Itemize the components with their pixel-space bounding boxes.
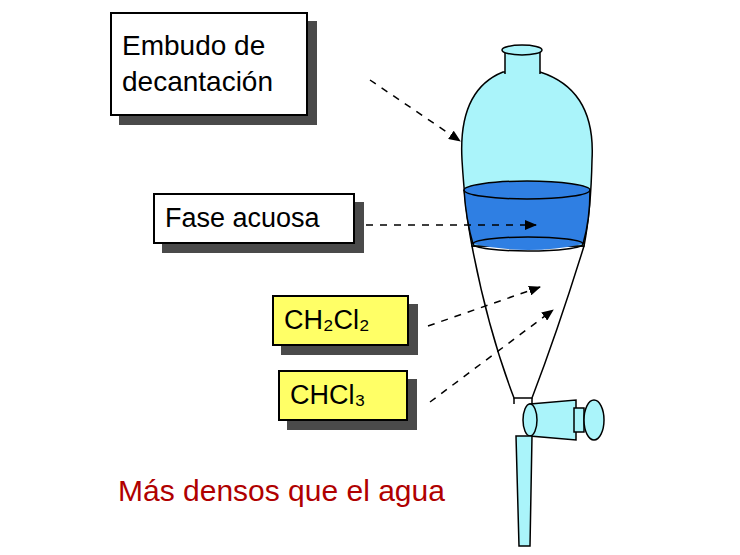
funnel-mouth — [502, 45, 542, 55]
box-text: CH₂Cl₂ — [284, 303, 397, 338]
funnel-stem — [516, 436, 532, 546]
leader-arrows — [366, 80, 553, 402]
box-text: Embudo de decantación — [122, 28, 296, 101]
callout-box: Fase acuosa — [153, 193, 355, 244]
stopcock-handle — [584, 400, 604, 440]
box-text: Fase acuosa — [165, 201, 343, 236]
solvent-box: CH₂Cl₂ — [272, 295, 409, 346]
note-label: Más densos que el agua — [118, 474, 445, 508]
solvent-box: CHCl₃ — [278, 370, 408, 421]
funnel-cone — [472, 246, 584, 398]
callout-box: Embudo de decantación — [110, 12, 308, 116]
box-text: CHCl₃ — [290, 378, 396, 413]
